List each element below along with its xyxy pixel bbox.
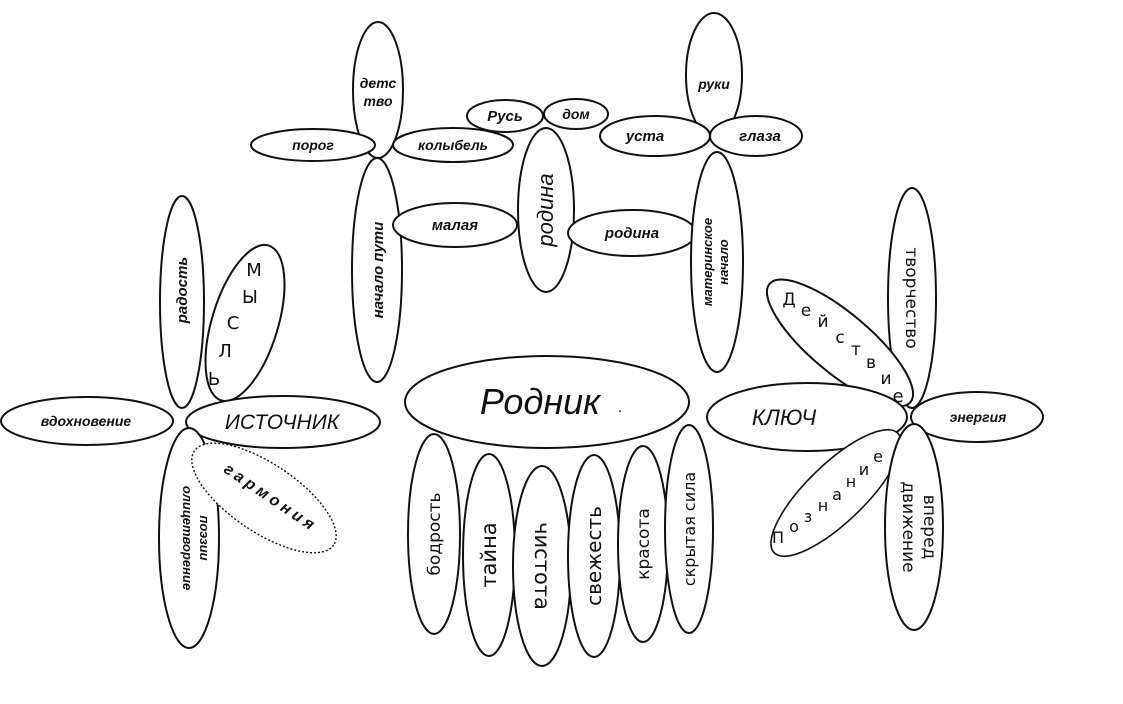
label-vigor: бодрость [425,492,445,575]
petal-inspiration [0,396,174,446]
center-title: Родник [480,381,602,422]
label-energy: энергия [950,409,1007,425]
petal-threshold [250,128,376,162]
cluster-right: творчество Д е й с т в и е КЛЮЧ энергия … [706,187,1044,631]
label-cradle: колыбель [418,137,488,153]
petal-home [543,98,609,130]
petal-maternal [690,151,744,373]
petal-action [765,278,915,408]
cluster-left: радость М Ы С Л Ь вдохновение ИСТОЧНИК о… [0,195,381,649]
label-hands: руки [697,76,730,92]
action-letter: й [817,312,828,332]
thought-letter: Ь [208,369,220,390]
label-source: ИСТОЧНИК [225,411,341,434]
thought-letter: С [227,313,240,334]
label-key: КЛЮЧ [752,405,817,430]
thought-letter: Ы [242,287,258,308]
thought-letter: М [246,260,262,281]
cluster-top-middle: Русь дом малая родина родина [392,98,697,293]
petal-energy [910,391,1044,443]
label-beauty: красота [634,508,654,580]
petal-path-start [351,157,403,383]
label-threshold: порог [292,137,334,153]
label-homeland-center: родина [533,173,558,247]
label-small: малая [432,217,478,234]
label-hidden-power: скрытая сила [680,472,699,586]
petal-cradle [392,127,514,163]
petal-hidden-power [664,424,714,634]
label-embodiment-2: поэзии [197,515,212,560]
label-maternal-1: материнское [700,218,715,306]
label-rus: Русь [487,108,523,125]
label-embodiment-1: олицетворение [180,486,195,590]
label-purity: чистота [530,522,554,610]
label-homeland-right: родина [604,225,659,242]
petal-eyes [709,115,803,157]
knowledge-letter: П [772,528,784,547]
label-forward-1: движение [898,481,918,572]
action-letter: т [851,340,861,360]
label-joy: радость [174,257,191,325]
petal-thought [204,243,286,403]
label-childhood-2: тво [363,93,393,109]
petal-forward [884,423,944,631]
knowledge-letter: з [804,507,813,526]
petal-homeland-center [517,127,575,293]
action-letter: и [880,369,891,389]
label-inspiration: вдохновение [41,413,132,429]
label-childhood-1: детс [360,75,397,91]
knowledge-letter: н [846,472,856,491]
label-action-letters: Д е й с т в и е [782,290,903,407]
label-mystery: тайна [477,522,501,587]
knowledge-letter: а [832,485,842,504]
action-letter: с [835,328,844,348]
knowledge-letter: н [818,496,828,515]
center-title-dot: . [618,400,622,416]
knowledge-letter: и [859,460,869,479]
petal-harmony [191,442,337,554]
petal-rus [466,99,544,133]
action-letter: е [892,386,903,407]
cluster-top-left: детс тво порог колыбель начало пути [250,21,514,383]
action-letter: в [866,353,876,373]
action-letter: Д [782,290,795,310]
action-letter: е [801,301,811,321]
knowledge-letter: е [873,447,883,466]
petal-small [392,202,518,248]
center-title-oval [404,355,690,449]
petal-creativity [887,187,937,409]
label-creativity: творчество [901,247,921,348]
petal-source [185,395,381,449]
thought-letter: Л [218,341,232,362]
label-forward-2: вперед [919,495,939,560]
cluster-center: Родник . бодрость тайна чистота свежесть… [404,355,714,667]
cluster-top-right: руки уста глаза материнское начало [599,12,803,373]
label-thought-letters: М Ы С Л Ь [208,260,262,390]
petal-key [706,382,908,452]
label-lips: уста [625,128,664,145]
knowledge-letter: о [789,517,799,536]
label-eyes: глаза [739,128,781,145]
petal-joy [159,195,205,409]
label-home: дом [562,106,590,122]
petal-vigor [407,433,461,635]
label-path-start: начало пути [370,222,387,319]
petal-knowledge [770,428,902,558]
label-knowledge-letters: П о з н а н и е [772,447,883,547]
label-freshness: свежесть [582,506,606,606]
label-maternal-2: начало [716,239,731,284]
